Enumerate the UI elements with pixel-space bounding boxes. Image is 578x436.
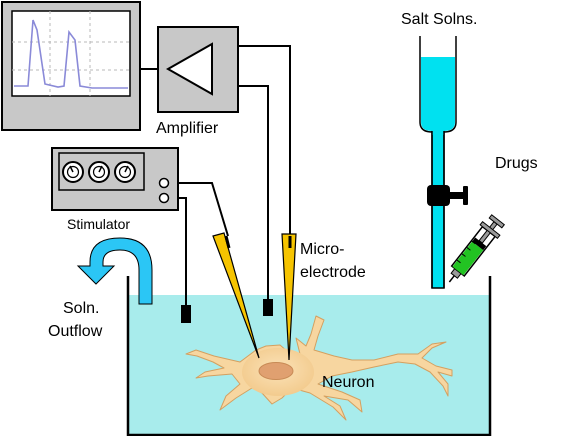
stopcock-valve-icon: [427, 185, 468, 206]
outflow: Soln. Outflow: [48, 237, 153, 340]
u-turn-arrow-icon: [76, 237, 153, 305]
neuron: Neuron: [185, 315, 453, 421]
outflow-label-line1: Soln.: [63, 300, 99, 317]
micro-electrode-label-line1: Micro-: [300, 241, 344, 258]
neuron-dendrites: [185, 315, 453, 421]
stimulator-output-jack: [158, 177, 170, 189]
stimulator-label: Stimulator: [67, 216, 130, 232]
stimulating-electrode: [212, 232, 260, 359]
amplifier-label: Amplifier: [156, 120, 219, 137]
stimulator-bath-electrode: [181, 305, 191, 323]
amplifier-bath-electrode: [263, 299, 273, 316]
amplifier: Amplifier: [156, 26, 239, 137]
oscilloscope: [1, 1, 141, 131]
salt-solution-perfusion: Salt Solns.: [401, 11, 477, 289]
stimulator-ground-jack: [158, 192, 170, 204]
bath-ground-electrodes: [181, 299, 273, 323]
recording-micro-electrode: Micro- electrode: [281, 233, 366, 361]
knob-icon: [88, 161, 110, 183]
micro-electrode-label-line2: electrode: [300, 264, 366, 281]
drugs: Drugs: [448, 155, 538, 283]
outflow-label-line2: Outflow: [48, 323, 103, 340]
drugs-label: Drugs: [495, 155, 538, 172]
neuron-nucleus: [258, 362, 294, 380]
amplifier-triangle-icon: [165, 42, 213, 96]
bath-container: [126, 276, 492, 436]
salt-solns-label: Salt Solns.: [401, 11, 477, 28]
knob-icon: [62, 161, 84, 183]
oscilloscope-screen: [11, 10, 131, 97]
knob-icon: [114, 161, 136, 183]
action-potential-trace: [14, 19, 128, 89]
stimulator: Stimulator: [51, 147, 179, 232]
syringe-icon: [448, 214, 506, 283]
neuron-label: Neuron: [322, 374, 374, 391]
